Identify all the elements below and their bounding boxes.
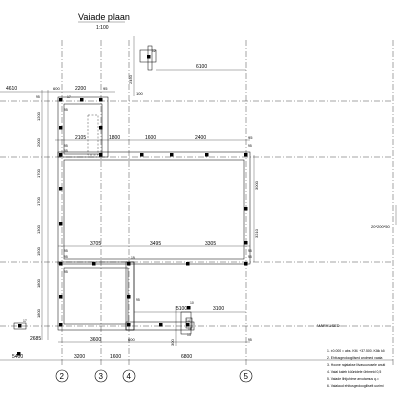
dim-top-row1-0: 4610 — [6, 86, 17, 92]
dim-top-row1-2: 2200 — [75, 86, 86, 92]
dim-mid-0: 3705 — [90, 241, 101, 247]
drawing-title: Vaiade plaan — [78, 12, 130, 22]
dim-bottom-1: 3200 — [74, 354, 85, 360]
dim-left-7: 1800 — [36, 308, 41, 318]
axis-bubble-3: 3 — [94, 369, 108, 383]
label-95-5: 95 — [64, 249, 68, 253]
label-95-8: 95 — [248, 255, 252, 259]
notes-block: MÄRKUSED: 1. ±0.000 = abs. KM. +37.500. … — [317, 323, 385, 388]
dim-top-row2-0: 2105 — [75, 135, 86, 141]
dim-lower-0: 3600 — [90, 337, 101, 343]
dim-right-1: 3210 — [254, 228, 259, 238]
notes-heading: MÄRKUSED: — [317, 323, 341, 328]
note-6: 6. Vaialaud ehitusgeoloogiliselt uurimi — [327, 384, 384, 388]
axis-bubble-4: 4 — [122, 369, 136, 383]
dim-bottom-row-0: 2685 — [30, 336, 41, 342]
dim-top-right-1: 2450 — [128, 74, 133, 84]
dim-top-right-2: 100 — [136, 91, 143, 96]
dim-left-1: 2000 — [36, 137, 41, 147]
dim-left-6: 1800 — [36, 278, 41, 288]
svg-text:3: 3 — [99, 372, 104, 381]
node-label-2: 19 — [131, 256, 135, 260]
dimension-lines — [0, 36, 393, 361]
dim-mid-2: 3305 — [205, 241, 216, 247]
dim-left-3: 1700 — [36, 196, 41, 206]
note-3: 3. Hoone rajatakse liivasuurusele anuti — [327, 363, 385, 367]
note-2: 2. Ehitusgeoloogilised andmed vaata — [327, 356, 383, 360]
label-95-3: 95 — [64, 149, 68, 153]
dim-top-right-0: 6100 — [196, 64, 207, 70]
dim-lower-right-0: 5100 — [176, 306, 187, 312]
dim-lower-right-1: 300 — [170, 339, 175, 346]
piles — [17, 55, 248, 356]
dim-top-row1-3: 95 — [103, 86, 108, 91]
node-label-4: 14 — [186, 319, 190, 323]
node-label-5: 17 — [23, 319, 27, 323]
node-label-3: 10 — [190, 301, 194, 305]
dim-left-4: 1300 — [36, 224, 41, 234]
node-label-7: 13 — [187, 333, 191, 337]
axis-bubble-5: 5 — [239, 369, 253, 383]
axis-bubble-2: 2 — [55, 369, 69, 383]
dim-mid-1: 3495 — [150, 241, 161, 247]
node-label-1: 12 — [152, 49, 156, 53]
label-95-10: 95 — [136, 298, 140, 302]
dim-top-row2-2: 1600 — [145, 135, 156, 141]
dim-lower-2: 3100 — [213, 306, 224, 312]
label-95-9: 95 — [64, 270, 68, 274]
dim-top-row2-4: 95 — [248, 135, 253, 140]
svg-text:5: 5 — [244, 372, 249, 381]
dim-top-row2-3: 2400 — [195, 135, 206, 141]
dim-left-0: 1200 — [36, 111, 41, 121]
dim-lower-1: 600 — [128, 337, 135, 342]
note-4: 4. Vaial kaleb küünidele ühtmeid 0,5 — [327, 370, 381, 374]
svg-text:4: 4 — [127, 372, 132, 381]
note-5: 5. Vaiade lihtjuhime arvutamus q.= — [327, 377, 379, 381]
label-95-11: 95 — [248, 338, 252, 342]
section-label: 20*200*50 — [371, 224, 390, 229]
label-95-7: 95 — [248, 249, 252, 253]
label-95-2: 95 — [64, 144, 68, 148]
dim-bottom-2: 1600 — [110, 354, 121, 360]
node-label-6: 18 — [188, 327, 192, 331]
svg-text:2: 2 — [60, 372, 65, 381]
dim-left-5: 1500 — [36, 246, 41, 256]
note-1: 1. ±0.000 = abs. KM. +37.500. Kõik kõ — [327, 349, 385, 353]
label-95-6: 95 — [64, 255, 68, 259]
dim-top-row1-1: 600 — [53, 86, 60, 91]
dim-top-row2-1: 1800 — [109, 135, 120, 141]
label-95-0: 95 — [36, 95, 40, 99]
label-95-4: 95 — [248, 144, 252, 148]
drawing-scale: 1:100 — [96, 25, 109, 31]
label-95-1: 95 — [64, 108, 68, 112]
dim-bottom-3: 6800 — [181, 354, 192, 360]
dim-right-0: 3000 — [254, 180, 259, 190]
node-label-0: 17 — [67, 95, 71, 99]
dim-left-2: 1700 — [36, 168, 41, 178]
dim-bottom-0: 5400 — [12, 354, 23, 360]
